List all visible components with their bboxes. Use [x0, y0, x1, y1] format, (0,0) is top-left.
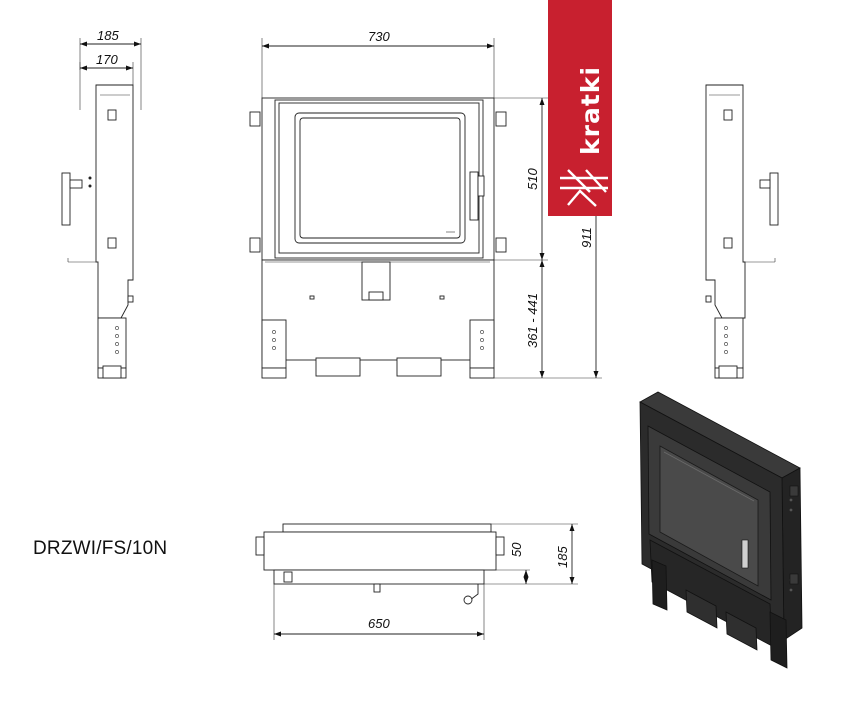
- brand-logo-text: kratki: [576, 66, 605, 155]
- dimension-side-body: 170: [96, 52, 118, 67]
- side-view-right: [705, 84, 779, 379]
- brand-banner: kratki: [548, 0, 612, 216]
- dimension-front-width: 730: [368, 29, 390, 44]
- dimension-leg-range: 361 - 441: [525, 293, 540, 348]
- side-view-left: 185 170: [61, 28, 142, 379]
- kratki-logo-icon: [560, 169, 608, 207]
- fireplace-3d-render: [639, 391, 803, 669]
- top-view: 50 185 650: [255, 523, 578, 640]
- dimension-total-height: 911: [579, 227, 594, 248]
- dimension-top-width: 650: [368, 616, 390, 631]
- dimension-side-total: 185: [97, 28, 119, 43]
- front-view: 730: [249, 29, 602, 379]
- dimension-top-depth: 50: [509, 542, 524, 557]
- dimension-top-total: 185: [555, 546, 570, 568]
- dimension-door-height: 510: [525, 168, 540, 190]
- product-code-label: DRZWI/FS/10N: [33, 538, 168, 559]
